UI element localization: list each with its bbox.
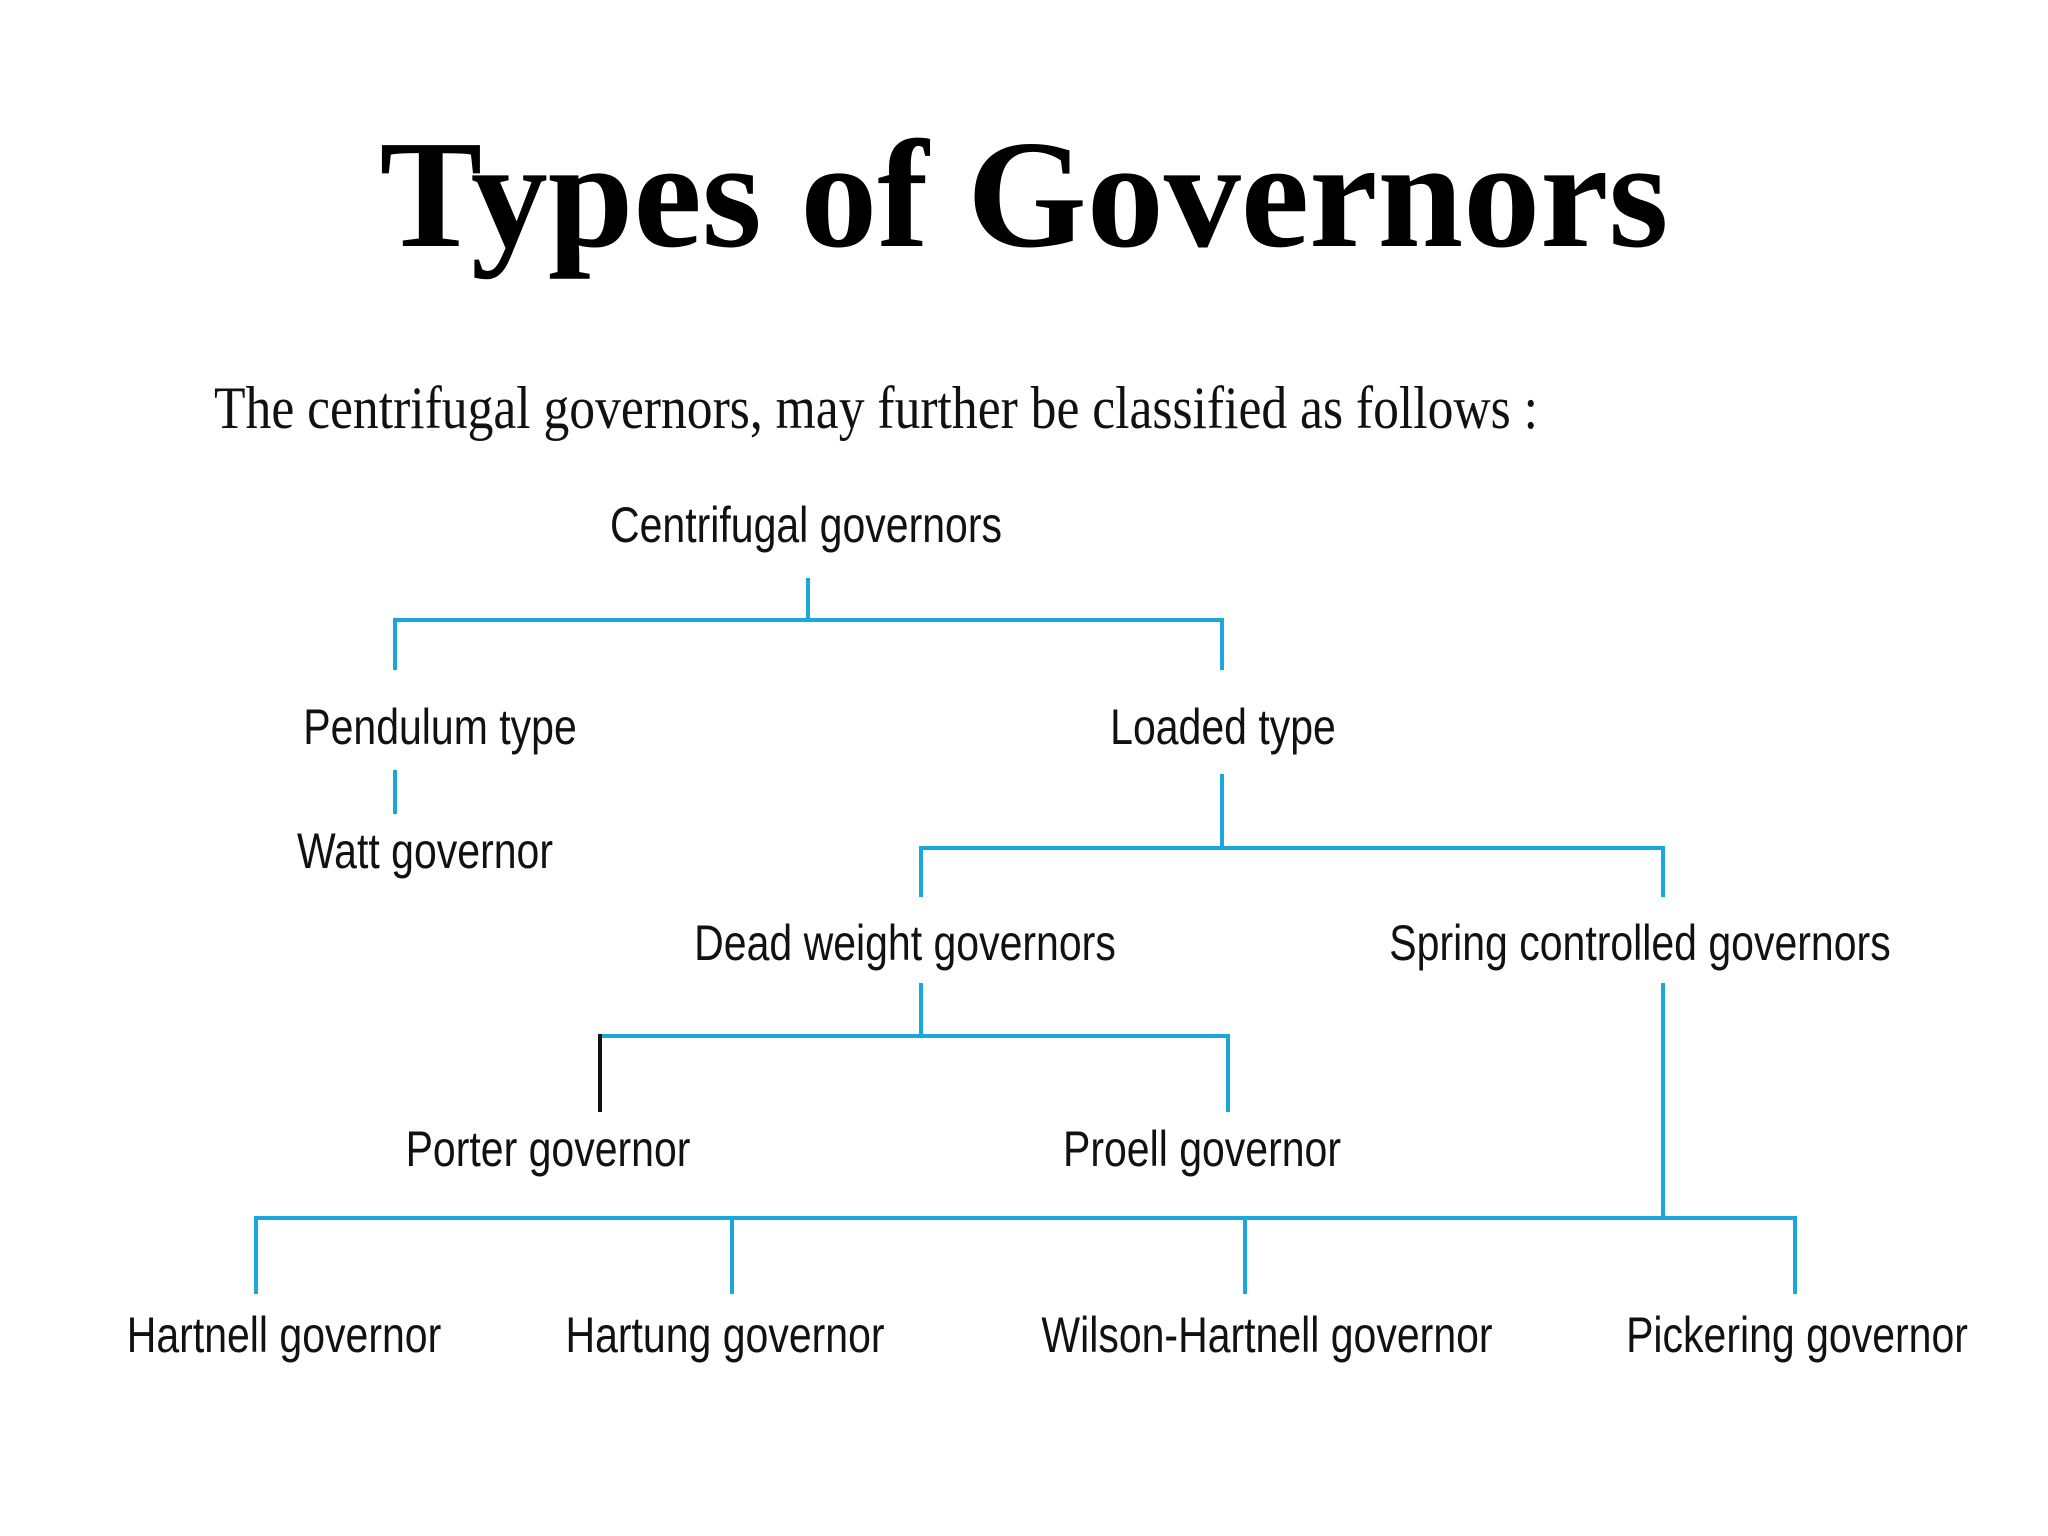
node-pickering-governor: Pickering governor [1626,1307,1968,1363]
node-loaded-type: Loaded type [1110,699,1336,755]
node-pendulum-type: Pendulum type [303,699,577,755]
node-spring-controlled-governors: Spring controlled governors [1389,915,1891,971]
node-centrifugal-governors: Centrifugal governors [610,497,1002,553]
node-dead-weight-governors: Dead weight governors [694,915,1116,971]
node-hartnell-governor: Hartnell governor [126,1307,442,1363]
node-hartung-governor: Hartung governor [565,1307,885,1363]
node-wilson-hartnell-governor: Wilson-Hartnell governor [1041,1307,1493,1363]
intro-text: The centrifugal governors, may further b… [214,375,1538,441]
node-proell-governor: Proell governor [1062,1121,1342,1177]
node-watt-governor: Watt governor [297,823,553,879]
slide-title: Types of Governors [379,110,1669,280]
node-porter-governor: Porter governor [405,1121,691,1177]
